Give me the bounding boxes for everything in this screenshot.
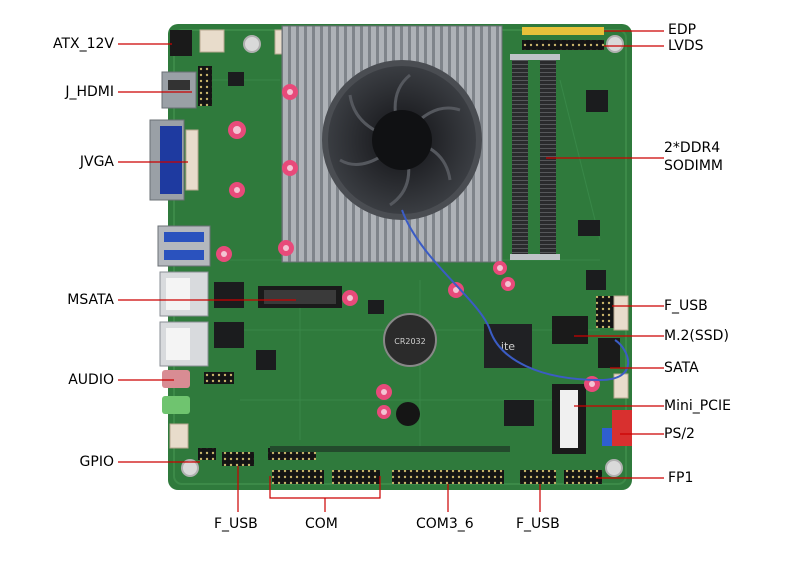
label-sata: SATA: [664, 360, 699, 376]
mount-hole-br: [605, 459, 623, 477]
com-header-1: [272, 470, 324, 484]
label-ddr4-line2: SODIMM: [664, 158, 723, 174]
ite-chip: [484, 324, 532, 368]
label-m2-ssd: M.2(SSD): [664, 328, 729, 344]
capacitors: [216, 84, 600, 419]
battery-marking: CR2032: [394, 337, 426, 346]
label-lvds: LVDS: [668, 38, 704, 54]
label-edp: EDP: [668, 22, 697, 38]
label-fp1: FP1: [668, 470, 694, 486]
com36-header: [392, 470, 504, 484]
ps2-connector: [612, 410, 632, 446]
label-gpio: GPIO: [79, 454, 114, 470]
fusb-header-right: [596, 296, 614, 328]
label-jvga: JVGA: [79, 154, 114, 170]
fp1-header: [564, 470, 602, 484]
label-f-usb-bottom-right: F_USB: [516, 516, 560, 532]
m2-slot: [552, 316, 588, 344]
label-atx-12v: ATX_12V: [52, 36, 114, 52]
mount-hole-tl: [243, 35, 261, 53]
atx-connector: [170, 30, 192, 56]
audio-jack-green: [162, 396, 190, 414]
label-ps2: PS/2: [664, 426, 695, 442]
mount-hole-bl: [181, 459, 199, 477]
sata-connector: [598, 338, 620, 368]
sodimm-slot-2: [540, 58, 556, 256]
label-com: COM: [305, 516, 338, 532]
edp-connector: [522, 27, 604, 35]
label-com3-6: COM3_6: [416, 516, 474, 532]
label-f-usb-right: F_USB: [664, 298, 708, 314]
label-j-hdmi: J_HDMI: [65, 84, 114, 100]
gpio-header: [198, 448, 216, 460]
fusb-header-br: [520, 470, 556, 484]
label-f-usb-bottom-left: F_USB: [214, 516, 258, 532]
misc-chips: [214, 72, 608, 426]
fusb-header-bl: [222, 452, 254, 466]
mount-hole-tr: [606, 35, 624, 53]
label-audio: AUDIO: [68, 372, 114, 388]
audio-jack-pink: [162, 370, 190, 388]
leader-lines: [118, 30, 664, 512]
label-msata: MSATA: [67, 292, 114, 308]
sodimm-slot-1: [512, 58, 528, 256]
label-ddr4-line1: 2*DDR4: [664, 140, 721, 156]
label-mini-pcie: Mini_PCIE: [664, 398, 731, 414]
com-header-2: [332, 470, 380, 484]
buzzer: [396, 402, 420, 426]
ite-chip-marking: ite: [501, 340, 515, 353]
lvds-connector: [522, 40, 604, 50]
cmos-battery: [383, 313, 437, 367]
